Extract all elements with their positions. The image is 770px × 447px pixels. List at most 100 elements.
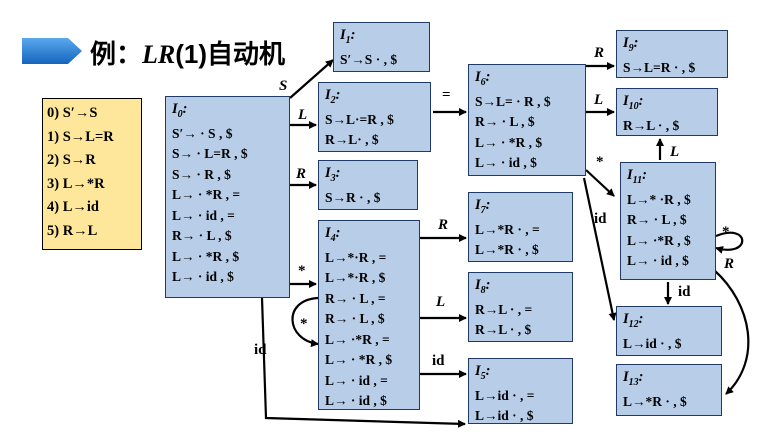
state-i2-name: I2: — [325, 87, 341, 106]
state-i8-name: I8: — [475, 277, 491, 296]
lr-item: R→ · L , $ — [325, 311, 385, 327]
lr-item: R→L · , $ — [623, 117, 680, 133]
page-title: 例：LR(1)自动机 — [90, 34, 285, 71]
state-i13: I13: L→*R · , $ — [616, 364, 722, 416]
edge-label-L48: L — [436, 294, 446, 310]
edge-i0-i1 — [289, 59, 334, 99]
grammar-rule: 0) S′→S — [47, 105, 98, 121]
lr-item: R→L · , $ — [475, 322, 532, 338]
lr-item: S→L·=R , $ — [325, 111, 394, 127]
lr-item: L→id · , $ — [475, 408, 534, 424]
state-i5-name: I5: — [475, 363, 491, 382]
lr-item: L→ ·*R , $ — [627, 232, 691, 248]
edge-i6-i11 — [585, 169, 615, 197]
lr-item: L→ · id , = — [325, 372, 388, 388]
state-i13-name: I13: — [623, 369, 644, 388]
lr-item: S′→S · , $ — [340, 51, 398, 67]
lr-item: L→ · *R , = — [172, 187, 241, 203]
edge-i11-self — [715, 231, 744, 254]
title-prefix: 例： — [90, 39, 143, 69]
state-i2: I2: S→L·=R , $ R→L· , $ — [318, 82, 431, 152]
edge-label-L610: L — [594, 92, 604, 108]
edge-label-R47: R — [438, 217, 449, 233]
state-i12-name: I12: — [623, 311, 644, 330]
lr-item: S′→ · S , $ — [172, 125, 233, 141]
edge-label-id612: id — [594, 211, 607, 227]
state-i10: I10: R→L · , $ — [616, 88, 718, 136]
lr-item: L→ · id , $ — [475, 155, 537, 171]
lr-item: R→ · L , = — [325, 290, 386, 306]
edge-label-L: L — [298, 107, 308, 123]
edge-label-star44: * — [300, 316, 308, 332]
state-i4: I4: L→*·R , = L→*·R , $ R→ · L , = R→ · … — [318, 220, 420, 410]
state-i5: I5: L→id · , = L→id · , $ — [468, 358, 573, 424]
grammar-rule: 5) R→L — [47, 222, 98, 239]
lr-item: L→ · id , $ — [325, 393, 387, 409]
edge-label-id: id — [254, 342, 267, 358]
state-i9: I9: S→L=R · , $ — [616, 30, 728, 78]
lr-item: L→ · id , = — [172, 207, 235, 223]
grammar-rule: 2) S→R — [47, 152, 96, 168]
state-i6-name: I6: — [475, 69, 491, 88]
state-i1-name: I1: — [340, 27, 356, 46]
lr-item: S→R · , $ — [325, 189, 381, 205]
edge-label-R1113: R — [724, 256, 735, 272]
lr-item: L→ · *R , $ — [475, 134, 543, 150]
edge-i4-self — [291, 296, 319, 348]
state-i11: I11: L→* ·R , $ R→ · L , $ L→ ·*R , $ L→… — [620, 162, 716, 280]
lr-item: L→ · *R , $ — [172, 248, 240, 264]
state-i10-name: I10: — [623, 93, 644, 112]
state-i12: I12: L→id · , $ — [616, 306, 722, 356]
lr-item: L→ · id , $ — [172, 269, 234, 285]
lr-item: R→L · , = — [475, 301, 533, 317]
lr-item: S→L=R · , $ — [623, 59, 696, 75]
lr-item: S→ · L=R , $ — [172, 146, 248, 162]
state-i8: I8: R→L · , = R→L · , $ — [468, 272, 573, 342]
edge-label-R69: R — [594, 45, 605, 61]
edge-label-eq: = — [442, 87, 451, 103]
state-i3-name: I3: — [325, 165, 341, 184]
lr-item: L→* ·R , $ — [627, 191, 691, 207]
state-i9-name: I9: — [623, 35, 639, 54]
lr-item: R→L· , $ — [325, 132, 379, 148]
lr-item: L→*R · , $ — [475, 242, 539, 258]
edge-label-star: * — [298, 263, 306, 279]
state-i4-name: I4: — [325, 225, 341, 244]
lr-item: L→ · *R , $ — [325, 352, 393, 368]
edge-i11-i13 — [713, 269, 750, 395]
state-i7-name: I7: — [475, 197, 491, 216]
title-suffix: 自动机 — [207, 39, 286, 69]
edge-label-star1111: * — [722, 224, 730, 240]
lr-item: R→ · L , $ — [627, 212, 687, 228]
state-i3: I3: S→R · , $ — [318, 160, 418, 210]
lr-item: L→*R · , = — [475, 221, 540, 237]
lr-item: L→id · , $ — [623, 335, 682, 351]
edge-label-id45: id — [432, 353, 445, 369]
lr-item: R→ · L , $ — [172, 228, 232, 244]
state-i0: I0: S′→ · S , $ S→ · L=R , $ S→ · R , $ … — [165, 96, 290, 298]
grammar-rule: 1) S→L=R — [47, 128, 114, 145]
edge-label-R: R — [296, 166, 307, 182]
state-i6: I6: S→L= · R , $ R→ · L , $ L→ · *R , $ … — [468, 64, 586, 176]
title-num: (1) — [175, 39, 208, 69]
lr-item: L→id · , = — [475, 387, 535, 403]
edge-label-L1110: L — [670, 144, 680, 160]
grammar-rule: 3) L→*R — [47, 175, 105, 192]
state-i11-name: I11: — [627, 167, 647, 186]
lr-item: S→ · R , $ — [172, 166, 231, 182]
grammar-box: 0) S′→S 1) S→L=R 2) S→R 3) L→*R 4) L→id … — [42, 98, 142, 250]
edge-label-star611: * — [596, 154, 604, 170]
title-lr: LR — [142, 40, 176, 69]
grammar-rule: 4) L→id — [47, 199, 99, 215]
lr-item: L→*R · , $ — [623, 393, 687, 409]
title-arrow-icon — [22, 38, 82, 64]
edge-label-id1112: id — [678, 284, 691, 300]
state-i0-name: I0: — [172, 101, 188, 120]
state-i7: I7: L→*R · , = L→*R · , $ — [468, 192, 573, 262]
edge-i6-i12 — [582, 177, 617, 321]
lr-item: L→ ·*R , = — [325, 331, 390, 347]
lr-item: S→L= · R , $ — [475, 93, 551, 109]
lr-item: R→ · L , $ — [475, 114, 535, 130]
edge-i0-i5 — [260, 297, 466, 428]
